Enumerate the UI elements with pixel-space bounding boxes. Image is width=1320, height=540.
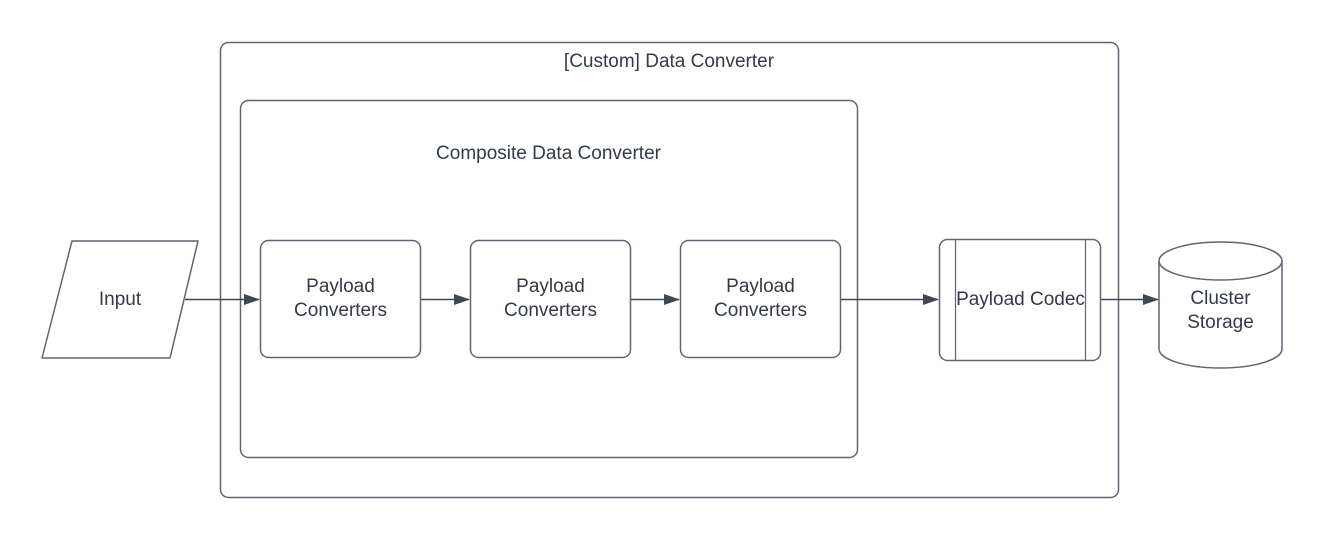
payload-converters-1-label: Payload Converters (294, 276, 387, 321)
payload-converters-2-label: Payload Converters (504, 276, 597, 321)
payload-converters-3-label: Payload Converters (714, 276, 807, 321)
input-node-shape (41, 240, 199, 359)
input-node-label: Input (98, 288, 142, 310)
payload-converters-1-shape (259, 239, 422, 359)
composite-data-converter-title: Composite Data Converter (436, 143, 661, 164)
payload-codec-shape (938, 238, 1102, 362)
cluster-storage-top-shape (1158, 241, 1283, 281)
payload-converters-3-shape (679, 239, 842, 359)
cluster-storage-body-shape (1158, 261, 1283, 369)
custom-data-converter-title: [Custom] Data Converter (563, 51, 775, 72)
payload-codec-label: Payload Codec (956, 289, 1085, 311)
composite-data-converter-container (239, 99, 859, 459)
payload-converters-2-shape (469, 239, 632, 359)
cluster-storage-label: Cluster Storage (1187, 288, 1254, 333)
custom-data-converter-container (219, 41, 1120, 499)
